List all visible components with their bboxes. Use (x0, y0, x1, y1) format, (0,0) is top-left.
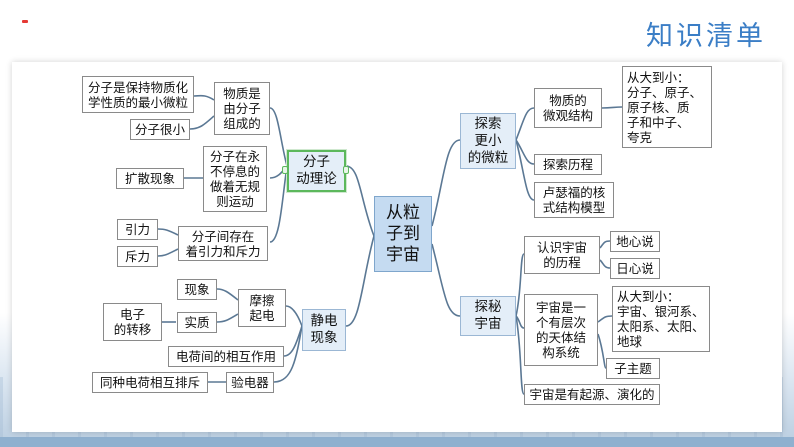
collapse-handle-left[interactable] (282, 166, 288, 174)
branch-static-electricity[interactable]: 静电 现象 (302, 309, 346, 351)
decor-dot (22, 20, 28, 23)
node-attraction[interactable]: 引力 (117, 219, 158, 240)
node-particle-scale[interactable]: 从大到小： 分子、原子、 原子核、质 子和中子、 夸克 (622, 66, 712, 148)
branch-universe[interactable]: 探秘 宇宙 (460, 296, 516, 336)
node-phenomenon[interactable]: 现象 (177, 279, 217, 300)
node-universe-scale[interactable]: 从大到小： 宇宙、银河系、 太阳系、太阳、 地球 (612, 286, 710, 352)
node-matter-molecules[interactable]: 物质是 由分子 组成的 (214, 82, 270, 135)
node-like-charges-repel[interactable]: 同种电荷相互排斥 (92, 372, 208, 393)
central-topic[interactable]: 从粒 子到 宇宙 (374, 196, 432, 272)
node-heliocentric[interactable]: 日心说 (610, 258, 660, 279)
node-diffusion[interactable]: 扩散现象 (116, 168, 184, 189)
branch-molecular-theory[interactable]: 分子 动理论 (287, 150, 346, 192)
collapse-handle-right[interactable] (343, 166, 349, 174)
node-micro-structure[interactable]: 物质的 微观结构 (534, 88, 602, 128)
node-electroscope[interactable]: 验电器 (226, 372, 274, 393)
node-universe-hierarchy[interactable]: 宇宙是一 个有层次 的天体结 构系统 (524, 294, 598, 366)
node-geocentric[interactable]: 地心说 (610, 231, 660, 252)
node-universe-cognition[interactable]: 认识宇宙 的历程 (524, 236, 600, 274)
node-subtopic[interactable]: 子主题 (606, 358, 660, 379)
node-charge-interaction[interactable]: 电荷间的相互作用 (168, 346, 284, 367)
page-title: 知识清单 (646, 21, 766, 52)
node-electron-transfer[interactable]: 电子 的转移 (103, 303, 162, 341)
node-repulsion[interactable]: 斥力 (117, 246, 158, 267)
node-random-motion[interactable]: 分子在永 不停息的 做着无规 则运动 (203, 146, 267, 212)
node-exploration-history[interactable]: 探索历程 (534, 154, 602, 175)
node-molecular-forces[interactable]: 分子间存在 着引力和斥力 (178, 226, 268, 261)
node-molecules-tiny[interactable]: 分子很小 (130, 119, 190, 140)
node-essence[interactable]: 实质 (177, 312, 217, 333)
branch-smaller-particles[interactable]: 探索 更小 的微粒 (460, 113, 516, 169)
node-smallest-particle[interactable]: 分子是保持物质化 学性质的最小微粒 (82, 76, 194, 113)
bottom-bar (0, 437, 794, 447)
node-friction-charging[interactable]: 摩擦 起电 (238, 289, 286, 327)
node-universe-origin[interactable]: 宇宙是有起源、演化的 (524, 384, 660, 405)
node-rutherford-model[interactable]: 卢瑟福的核 式结构模型 (534, 182, 614, 218)
